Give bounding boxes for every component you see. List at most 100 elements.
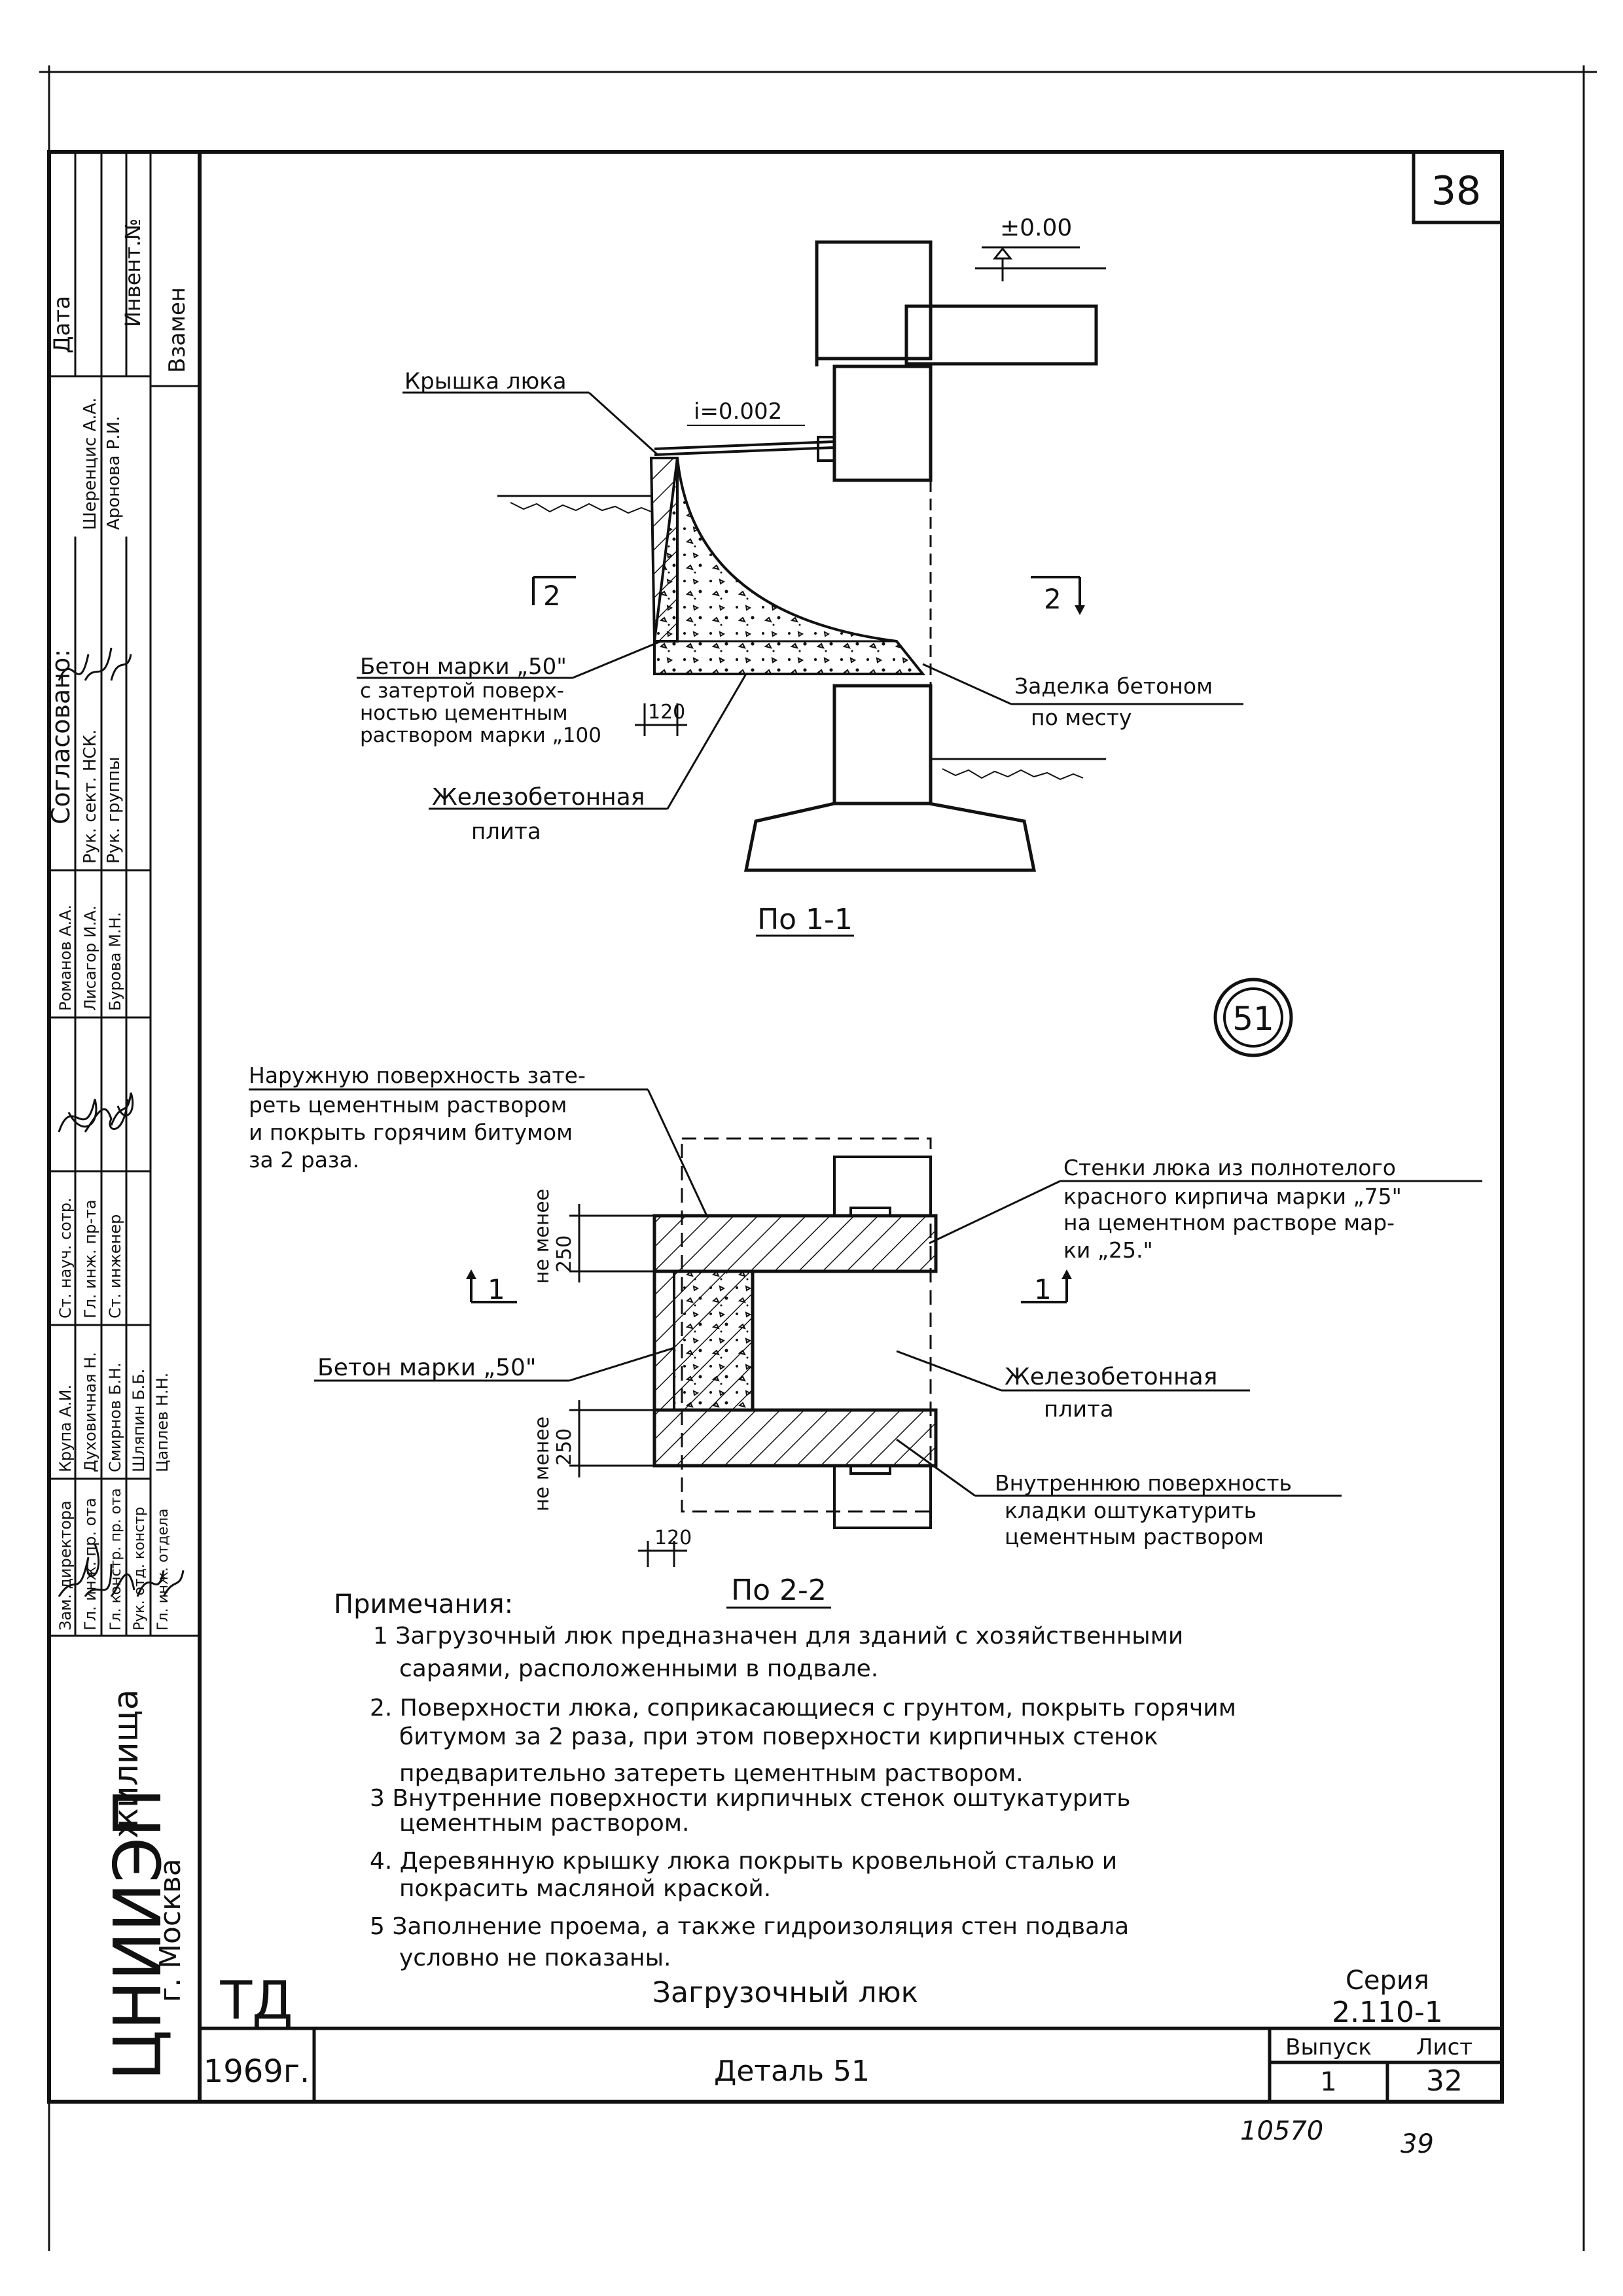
name-5: Романов А.А. xyxy=(56,905,75,1011)
plan-slab-label-1: плита xyxy=(1044,1396,1114,1422)
series-label: Серия xyxy=(1346,1966,1429,1996)
org-city: г. Москва xyxy=(154,1858,187,2002)
dim-min-bottom: не менее xyxy=(531,1417,554,1511)
role-4: Гл. инж. отдела xyxy=(155,1508,171,1631)
plan-section-left-text: 1 xyxy=(488,1273,505,1305)
top-leaders xyxy=(357,391,1243,810)
dim-120-bottom: 120 xyxy=(654,1527,692,1549)
issue-label: Выпуск xyxy=(1285,2034,1372,2060)
section-marker-right: 2 xyxy=(1031,576,1085,615)
plan-dimensions xyxy=(569,1204,687,1567)
bottom-plan-view: не менее 250 не менее 250 120 1 1 xyxy=(249,1063,1482,1609)
section-right-text: 2 xyxy=(1044,583,1061,615)
role-5: Ст. науч. сотр. xyxy=(56,1197,75,1318)
dim-120-top: 120 xyxy=(648,701,685,724)
outer-note-0: Наружную поверхность зате- xyxy=(249,1063,586,1088)
agreed-name-0: Шеренцис А.А. xyxy=(80,397,100,530)
walls-note-0: Стенки люка из полнотелого xyxy=(1063,1155,1396,1180)
agreed-role-1: Рук. группы xyxy=(104,757,124,864)
page-number: 39 xyxy=(1400,2129,1434,2159)
role-3: Рук. отд. констр xyxy=(132,1507,148,1631)
section-marker-left: 2 xyxy=(532,576,576,612)
note-line-9: 5 Заполнение проема, а также гидроизоляц… xyxy=(370,1913,1129,1940)
role-7: Ст. инженер xyxy=(106,1214,124,1318)
name-6: Лисагор И.А. xyxy=(81,906,99,1011)
name-1: Духовичная Н. xyxy=(81,1352,99,1472)
pit-walls xyxy=(497,457,1106,781)
sheet-label: Лист xyxy=(1416,2034,1472,2060)
fill-label-1: по месту xyxy=(1031,705,1132,730)
inv-label: Инвент.№ xyxy=(120,219,145,327)
td-mark: ТД xyxy=(219,1970,293,2031)
plan-section-right: 1 xyxy=(1021,1269,1072,1305)
drawing-detail: Деталь 51 xyxy=(714,2055,870,2088)
year: 1969г. xyxy=(204,2053,310,2090)
note-line-0: 1 Загрузочный люк предназначен для здани… xyxy=(373,1623,1183,1650)
name-7: Бурова М.Н. xyxy=(106,912,124,1011)
name-4: Цаплев Н.Н. xyxy=(153,1373,171,1472)
plan-walls xyxy=(652,1214,938,1468)
outer-note-3: за 2 раза. xyxy=(249,1147,359,1173)
plan-section-right-text: 1 xyxy=(1034,1273,1052,1305)
agreed-role-0: Рук. сект. НСК. xyxy=(80,730,100,864)
role-1: Гл. инж. пр. ота xyxy=(81,1498,99,1631)
sheet-frame xyxy=(47,150,1504,2104)
concrete-label-1: с затертой поверх- xyxy=(360,679,564,703)
concrete-label-0: Бетон марки „50" xyxy=(360,654,567,680)
plan-brick-ends xyxy=(833,1156,932,1529)
walls-note-1: красного кирпича марки „75" xyxy=(1063,1184,1402,1209)
note-line-1: сараями, расположенными в подвале. xyxy=(399,1655,878,1682)
replace-label: Взамен xyxy=(164,287,190,373)
slope-text: i=0.002 xyxy=(694,398,782,425)
inventory-number: 10570 xyxy=(1240,2116,1323,2146)
role-2: Гл. констр. пр. ота xyxy=(108,1488,124,1631)
sheet-number: 38 xyxy=(1431,168,1481,214)
note-line-4: предварительно затереть цементным раство… xyxy=(399,1760,1024,1787)
inner-note-2: цементным раствором xyxy=(1005,1524,1264,1549)
dim-250-bottom: 250 xyxy=(553,1428,576,1466)
name-3: Шляпин Б.Б. xyxy=(130,1369,148,1472)
series-value: 2.110-1 xyxy=(1332,1996,1443,2029)
walls-note-3: ки „25." xyxy=(1063,1237,1153,1263)
note-line-5: 3 Внутренние поверхности кирпичных стено… xyxy=(370,1785,1131,1812)
slab-label-0: Железобетонная xyxy=(432,784,645,811)
note-line-8: покрасить масляной краской. xyxy=(399,1875,771,1902)
inner-note-1: кладки оштукатурить xyxy=(1005,1498,1257,1523)
name-0: Крупа А.И. xyxy=(56,1385,75,1472)
org-sub: жилища xyxy=(107,1689,146,1839)
notes: Примечания: 1 Загрузочный люк предназнач… xyxy=(334,1589,1236,1971)
walls-note-2: на цементном растворе мар- xyxy=(1063,1210,1395,1235)
agreed-name-1: Аронова Р.И. xyxy=(104,416,124,530)
plan-slab-label-0: Железобетонная xyxy=(1005,1364,1217,1390)
level-mark-text: ±0.00 xyxy=(1000,215,1072,241)
outer-note-2: и покрыть горячим битумом xyxy=(249,1120,573,1145)
date-label: Дата xyxy=(49,296,75,353)
dim-min-top: не менее xyxy=(531,1189,554,1284)
dim-250-top: 250 xyxy=(553,1235,576,1273)
cover-slab: i=0.002 xyxy=(654,398,836,462)
plan-section-left: 1 xyxy=(466,1269,517,1305)
concrete-label-2: ностью цементным xyxy=(360,701,568,725)
org-main: ЦНИИЭП xyxy=(99,1788,176,2081)
slab-label-1: плита xyxy=(471,819,541,845)
drawing-title: Загрузочный люк xyxy=(652,1976,918,2009)
concrete-label-3: раствором марки „100 xyxy=(360,724,601,747)
sheet-value: 32 xyxy=(1426,2064,1463,2098)
top-section-view: ±0.00 i=0.002 2 2 xyxy=(357,215,1243,937)
notes-heading: Примечания: xyxy=(334,1589,513,1619)
role-6: Гл. инж. пр-та xyxy=(81,1199,99,1318)
role-0: Зам. директора xyxy=(56,1500,75,1631)
side-stamp: ЦНИИЭП жилища г. Москва Согласовано: Дат… xyxy=(46,152,200,2081)
section-left-text: 2 xyxy=(543,580,561,612)
sheet-number-box: 38 xyxy=(1412,152,1502,224)
fill-label-0: Заделка бетоном xyxy=(1014,673,1213,699)
note-line-7: 4. Деревянную крышку люка покрыть кровел… xyxy=(370,1848,1117,1875)
detail-number: 51 xyxy=(1232,1000,1274,1038)
signatures xyxy=(58,647,185,1597)
issue-value: 1 xyxy=(1320,2067,1336,2097)
bottom-caption: По 2-2 xyxy=(731,1574,827,1607)
plan-concrete-label: Бетон марки „50" xyxy=(317,1354,537,1381)
plan-leaders xyxy=(249,1088,1482,1497)
title-block: ТД 1969г. Загрузочный люк Деталь 51 Сери… xyxy=(200,1966,1502,2102)
